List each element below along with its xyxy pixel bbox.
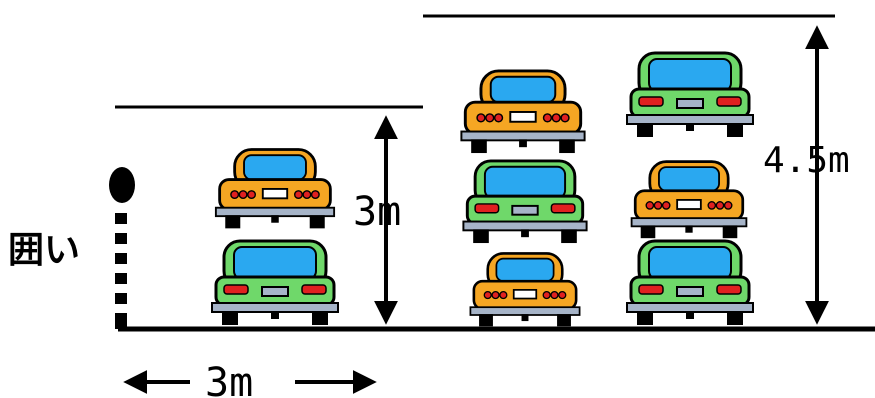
car-orange	[214, 147, 336, 230]
car-green	[210, 239, 340, 327]
stack-45m-right	[625, 53, 755, 327]
car-green	[627, 53, 753, 137]
stack-3m	[210, 147, 340, 327]
car-orange	[459, 69, 587, 155]
stack-45m-left	[459, 69, 589, 328]
fence-label: 囲い	[8, 230, 80, 271]
width-label-3m: 3m	[205, 360, 253, 398]
car-orange	[468, 251, 582, 328]
car-green	[625, 239, 755, 327]
height-label-45m: 4.5m	[763, 140, 850, 181]
height-label-3m: 3m	[353, 189, 401, 235]
fence-pole	[109, 167, 135, 329]
car-green	[461, 159, 589, 245]
car-orange	[630, 160, 748, 240]
